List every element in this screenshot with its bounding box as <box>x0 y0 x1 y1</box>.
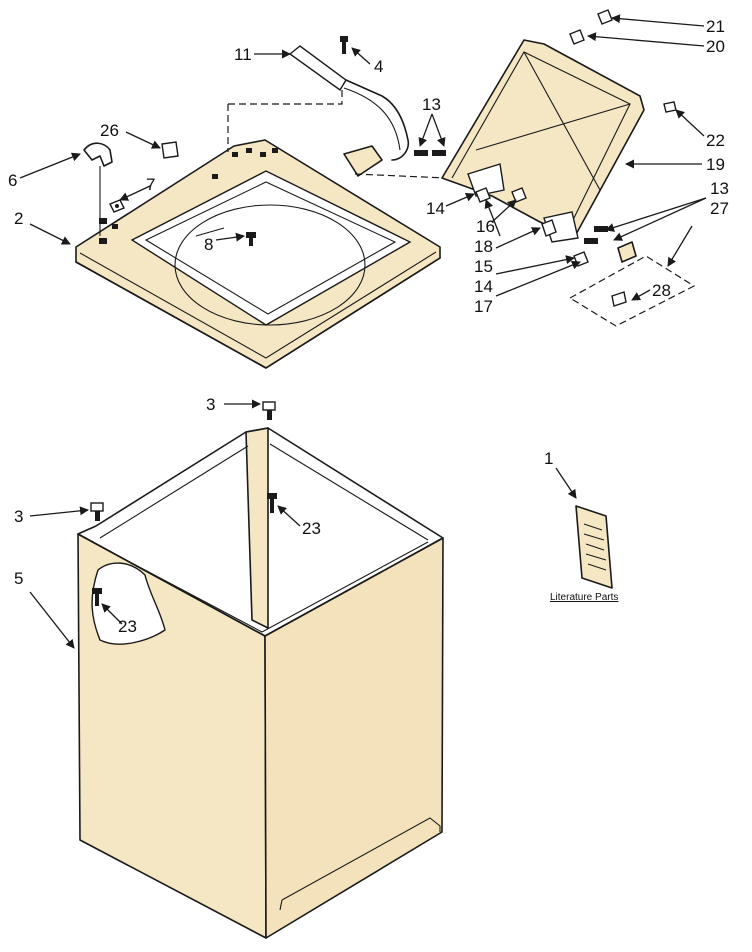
clip-3-left <box>90 502 104 521</box>
callout-6: 6 <box>8 171 17 190</box>
screws-13-top <box>414 150 446 156</box>
callout-20: 20 <box>706 37 725 56</box>
callout-16: 16 <box>476 217 495 236</box>
callout-3-upper: 3 <box>206 395 215 414</box>
literature-booklet <box>575 505 613 589</box>
nut-28 <box>611 241 637 307</box>
callout-17: 17 <box>474 297 493 316</box>
screws-13-right <box>584 226 608 244</box>
callout-11: 11 <box>234 45 252 64</box>
top-panel <box>75 139 441 369</box>
clip-3-right <box>262 401 276 420</box>
callout-23-lower: 23 <box>118 617 137 636</box>
callout-22: 22 <box>706 131 725 150</box>
callout-arrows <box>19 14 707 649</box>
lid-switch-11 <box>288 36 410 177</box>
callout-4: 4 <box>374 57 383 76</box>
callout-26: 26 <box>100 121 119 140</box>
callout-15: 15 <box>474 257 493 276</box>
cabinet <box>77 427 444 939</box>
washer-7 <box>109 199 125 213</box>
callout-21: 21 <box>706 17 725 36</box>
callout-19: 19 <box>706 155 725 174</box>
callout-18: 18 <box>474 237 493 256</box>
callout-13-right: 13 <box>710 179 729 198</box>
callout-1: 1 <box>544 449 553 468</box>
literature-parts-caption: Literature Parts <box>550 592 618 603</box>
lid-19 <box>441 39 645 243</box>
callout-14-upper: 14 <box>426 199 445 218</box>
callout-13-top: 13 <box>422 95 441 114</box>
switch-leader <box>228 88 343 105</box>
callout-3-lower: 3 <box>14 507 23 526</box>
screw-23-upper <box>267 493 277 513</box>
bumper-20-21 <box>569 9 613 45</box>
clip-26 <box>161 141 179 159</box>
callout-28: 28 <box>652 281 671 300</box>
callout-27: 27 <box>710 199 729 218</box>
callout-23-upper: 23 <box>302 519 321 538</box>
callout-14-lower: 14 <box>474 277 493 296</box>
kit-27-box <box>568 255 696 327</box>
callout-5: 5 <box>14 569 23 588</box>
callout-2: 2 <box>14 209 23 228</box>
clamp-6 <box>83 142 113 236</box>
screw-22 <box>663 101 677 113</box>
callout-8: 8 <box>204 235 213 254</box>
callout-7: 7 <box>146 175 155 194</box>
